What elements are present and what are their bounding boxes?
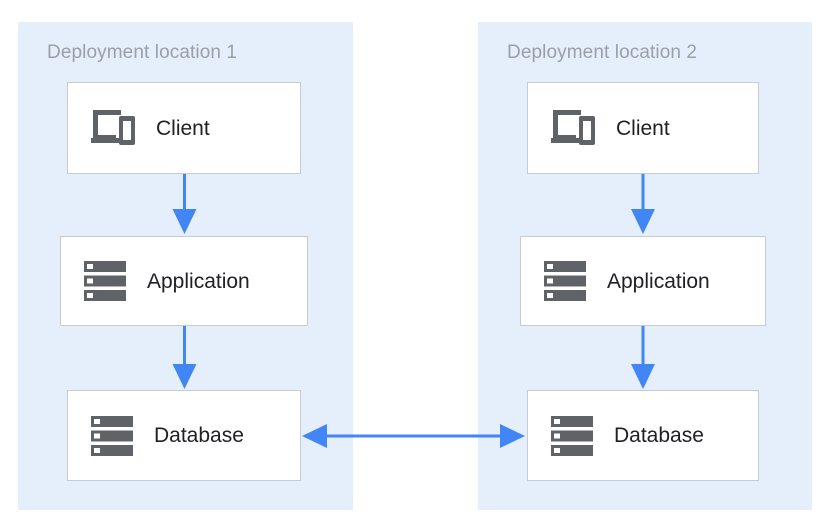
server-icon <box>90 415 134 457</box>
node-client-zone-2[interactable]: Client <box>527 82 759 174</box>
node-label: Database <box>154 424 244 447</box>
node-label: Application <box>607 269 710 293</box>
node-database-zone-2[interactable]: Database <box>527 390 759 481</box>
node-label: Database <box>614 424 704 447</box>
node-label: Client <box>616 116 670 140</box>
node-database-zone-1[interactable]: Database <box>67 390 301 481</box>
deployment-zone-1-title: Deployment location 1 <box>47 42 238 63</box>
node-label: Application <box>147 269 250 293</box>
server-icon <box>543 260 587 302</box>
node-label: Client <box>156 116 210 140</box>
node-application-zone-1[interactable]: Application <box>60 236 308 326</box>
devices-icon <box>90 108 136 148</box>
server-icon <box>83 260 127 302</box>
deployment-zone-2-title: Deployment location 2 <box>507 42 698 63</box>
devices-icon <box>550 108 596 148</box>
server-icon <box>550 415 594 457</box>
node-application-zone-2[interactable]: Application <box>520 236 766 326</box>
node-client-zone-1[interactable]: Client <box>67 82 301 174</box>
